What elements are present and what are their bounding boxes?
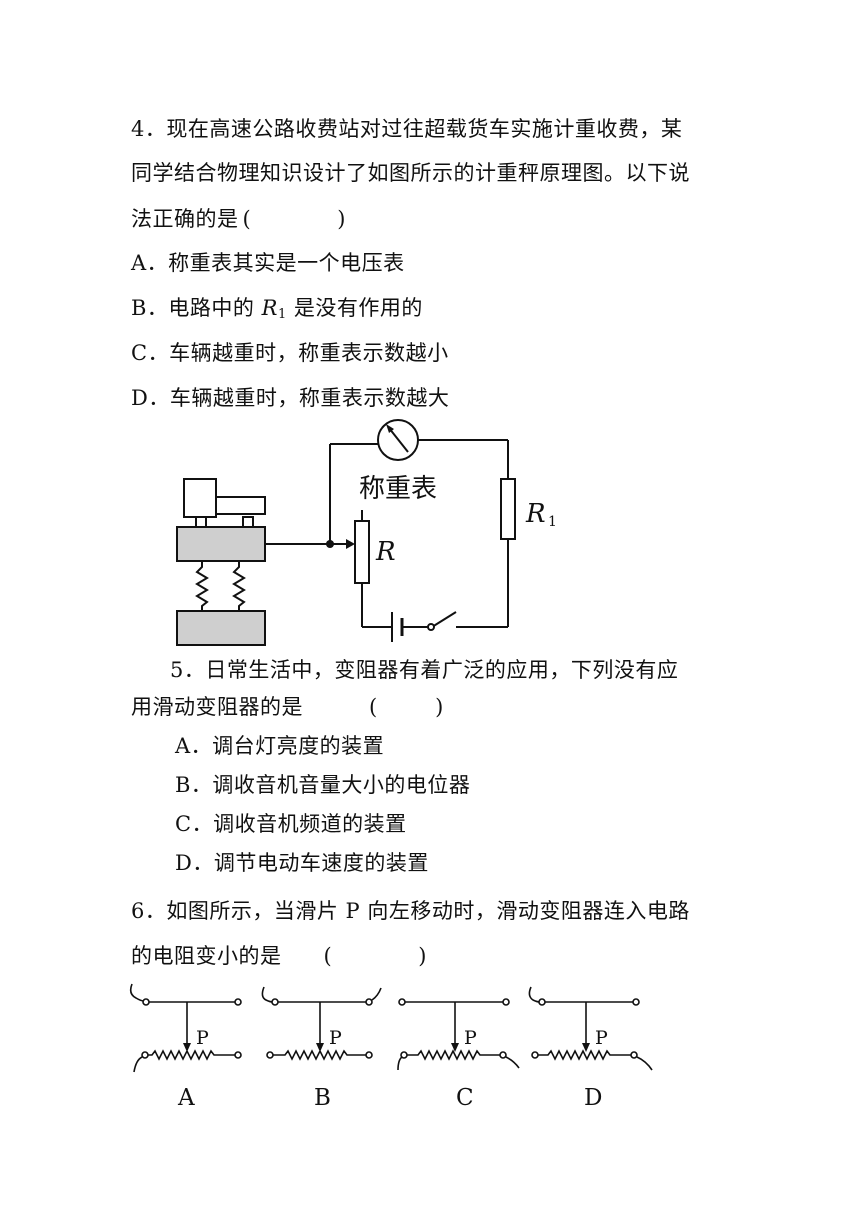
rheostat-figure-b: [261, 986, 382, 1061]
q5-option-b: B．调收音机音量大小的电位器: [175, 773, 471, 797]
weighing-meter-needle: [388, 427, 409, 453]
q5-line-1: 5．日常生活中，变阻器有着广泛的应用，下列没有应: [170, 658, 679, 682]
q4-line-2: 同学结合物理知识设计了如图所示的计重秤原理图。以下说: [131, 161, 690, 185]
q4-option-b-sub: 1: [277, 307, 287, 322]
slider-label-b: P: [329, 1027, 342, 1049]
switch-blade: [431, 611, 457, 628]
figure-label-d: D: [584, 1085, 602, 1111]
q5-line-2-text: 用滑动变阻器的是: [131, 695, 303, 719]
slider-label-c: P: [464, 1027, 477, 1049]
rheostat-figure-a: [129, 983, 242, 1073]
q4-line-1: 4．现在高速公路收费站对过往超载货车实施计重收费，某: [131, 117, 683, 141]
figure-label-b: B: [314, 1085, 331, 1111]
slider-label-d: P: [595, 1027, 608, 1049]
figure-label-a: A: [177, 1085, 195, 1111]
q6-line-2-text: 的电阻变小的是: [131, 944, 282, 968]
q5-answer-paren: ( ): [369, 695, 444, 719]
junction-dot: [326, 540, 334, 548]
figure-label-c: C: [456, 1085, 474, 1111]
q4-option-b-var: R: [261, 296, 278, 320]
q5-option-d: D．调节电动车速度的装置: [175, 851, 429, 875]
r1-label: R: [525, 499, 546, 529]
truck-body: [215, 496, 266, 515]
rheostat-slider-arrow: [346, 539, 355, 549]
q4-option-c: C．车辆越重时，称重表示数越小: [131, 341, 449, 365]
q4-option-b-pre: B．电路中的: [131, 296, 255, 320]
scale-base: [176, 610, 266, 646]
q4-option-a: A．称重表其实是一个电压表: [131, 251, 405, 275]
spring-right: [232, 561, 246, 611]
q4-option-b-post: 是没有作用的: [293, 296, 423, 320]
slider-label-a: P: [196, 1027, 209, 1049]
q6-line-1: 6．如图所示，当滑片 P 向左移动时，滑动变阻器连入电路: [131, 899, 690, 923]
q4-line-3-text: 法正确的是: [131, 207, 239, 231]
rheostat-figure-d: [528, 986, 653, 1071]
q4-option-b: B．电路中的 R1 是没有作用的: [131, 294, 423, 329]
q5-option-a: A．调台灯亮度的装置: [175, 734, 385, 758]
weighing-meter-label: 称重表: [359, 474, 437, 504]
q6-answer-paren: ( ): [323, 944, 427, 968]
q4-line-3: 法正确的是( ): [131, 205, 346, 233]
q5-option-c: C．调收音机频道的装置: [175, 812, 407, 836]
r1-subscript: 1: [548, 514, 557, 530]
q6-line-2: 的电阻变小的是 ( ): [131, 942, 427, 970]
q4-option-d: D．车辆越重时，称重表示数越大: [131, 386, 450, 410]
rheostat-label: R: [375, 537, 396, 567]
q4-answer-paren: ( ): [242, 207, 346, 231]
spring-left: [195, 561, 209, 611]
rheostat-figure-c: [397, 998, 520, 1071]
q5-line-2: 用滑动变阻器的是 ( ): [131, 693, 444, 721]
